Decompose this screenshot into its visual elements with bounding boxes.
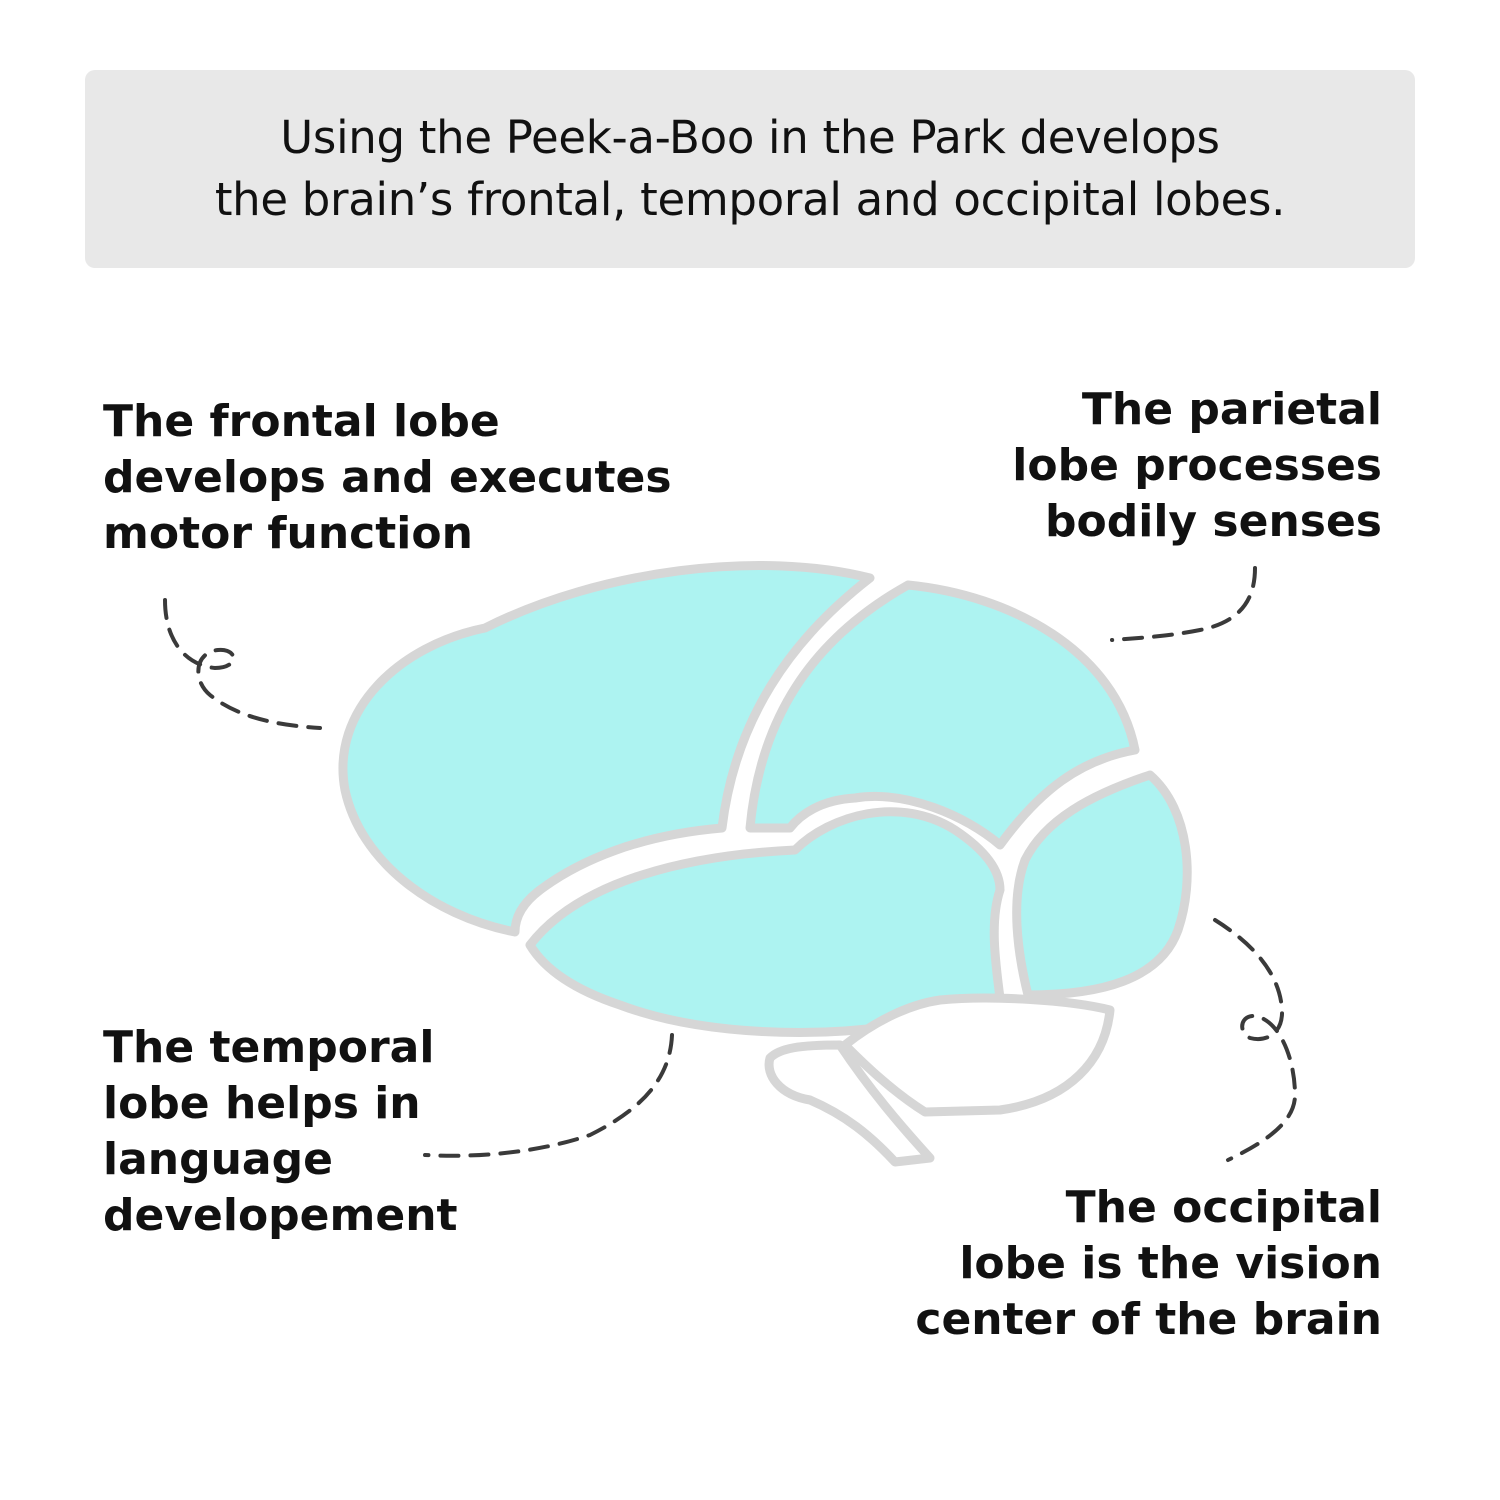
parietal-lobe-label: The parietal lobe processes bodily sense…	[1012, 382, 1382, 550]
occipital-label-line-1: The occipital	[1065, 1182, 1382, 1233]
temporal-lobe	[525, 807, 1005, 1037]
temporal-pointer	[423, 1033, 674, 1158]
frontal-lobe	[338, 561, 875, 937]
parietal-lobe	[745, 580, 1140, 850]
occipital-lobe	[1012, 770, 1192, 1000]
header-box: Using the Peek-a-Boo in the Park develop…	[85, 70, 1415, 268]
parietal-pointer	[1110, 566, 1257, 642]
occipital-label-line-2: lobe is the vision	[959, 1238, 1382, 1289]
parietal-label-line-3: bodily senses	[1045, 496, 1382, 547]
temporal-lobe-label: The temporal lobe helps in language deve…	[103, 1020, 458, 1244]
parietal-label-line-1: The parietal	[1081, 384, 1382, 435]
frontal-lobe-label: The frontal lobe develops and executes m…	[103, 394, 672, 562]
occipital-label-line-3: center of the brain	[915, 1294, 1382, 1345]
temporal-label-line-3: language	[103, 1134, 333, 1185]
brain-stem	[764, 1040, 935, 1167]
header-line-1: Using the Peek-a-Boo in the Park develop…	[280, 111, 1220, 164]
frontal-pointer	[163, 598, 322, 730]
cerebellum	[840, 993, 1115, 1117]
temporal-label-line-1: The temporal	[103, 1022, 435, 1073]
header-line-2: the brain’s frontal, temporal and occipi…	[214, 173, 1286, 226]
occipital-pointer	[1213, 918, 1298, 1162]
frontal-label-line-2: develops and executes	[103, 452, 672, 503]
temporal-label-line-2: lobe helps in	[103, 1078, 421, 1129]
frontal-label-line-1: The frontal lobe	[103, 396, 500, 447]
occipital-lobe-label: The occipital lobe is the vision center …	[915, 1180, 1382, 1348]
frontal-label-line-3: motor function	[103, 508, 473, 559]
temporal-label-line-4: developement	[103, 1190, 458, 1241]
parietal-label-line-2: lobe processes	[1012, 440, 1382, 491]
